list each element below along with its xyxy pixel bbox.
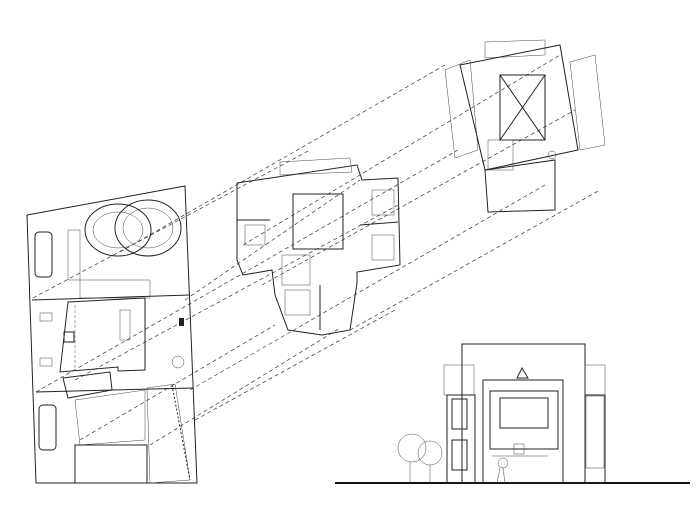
void xyxy=(292,193,344,250)
round-table xyxy=(171,355,185,369)
bed xyxy=(244,224,266,246)
ground-floor-plan xyxy=(26,185,198,484)
tree-icon xyxy=(397,433,443,483)
swimming-pool xyxy=(84,199,182,257)
bed xyxy=(371,189,395,216)
stair xyxy=(67,229,81,281)
bed xyxy=(284,289,311,316)
car-icon xyxy=(38,404,57,451)
stair xyxy=(281,254,311,286)
skylight xyxy=(499,74,546,141)
roof-plan xyxy=(444,39,606,213)
front-elevation xyxy=(335,343,690,484)
projection-lines xyxy=(32,54,601,446)
dining-table xyxy=(119,309,131,341)
fireplace xyxy=(63,331,75,343)
person-icon xyxy=(496,457,509,484)
first-floor-plan xyxy=(236,157,401,336)
bed xyxy=(371,234,395,261)
car-icon xyxy=(34,231,53,278)
